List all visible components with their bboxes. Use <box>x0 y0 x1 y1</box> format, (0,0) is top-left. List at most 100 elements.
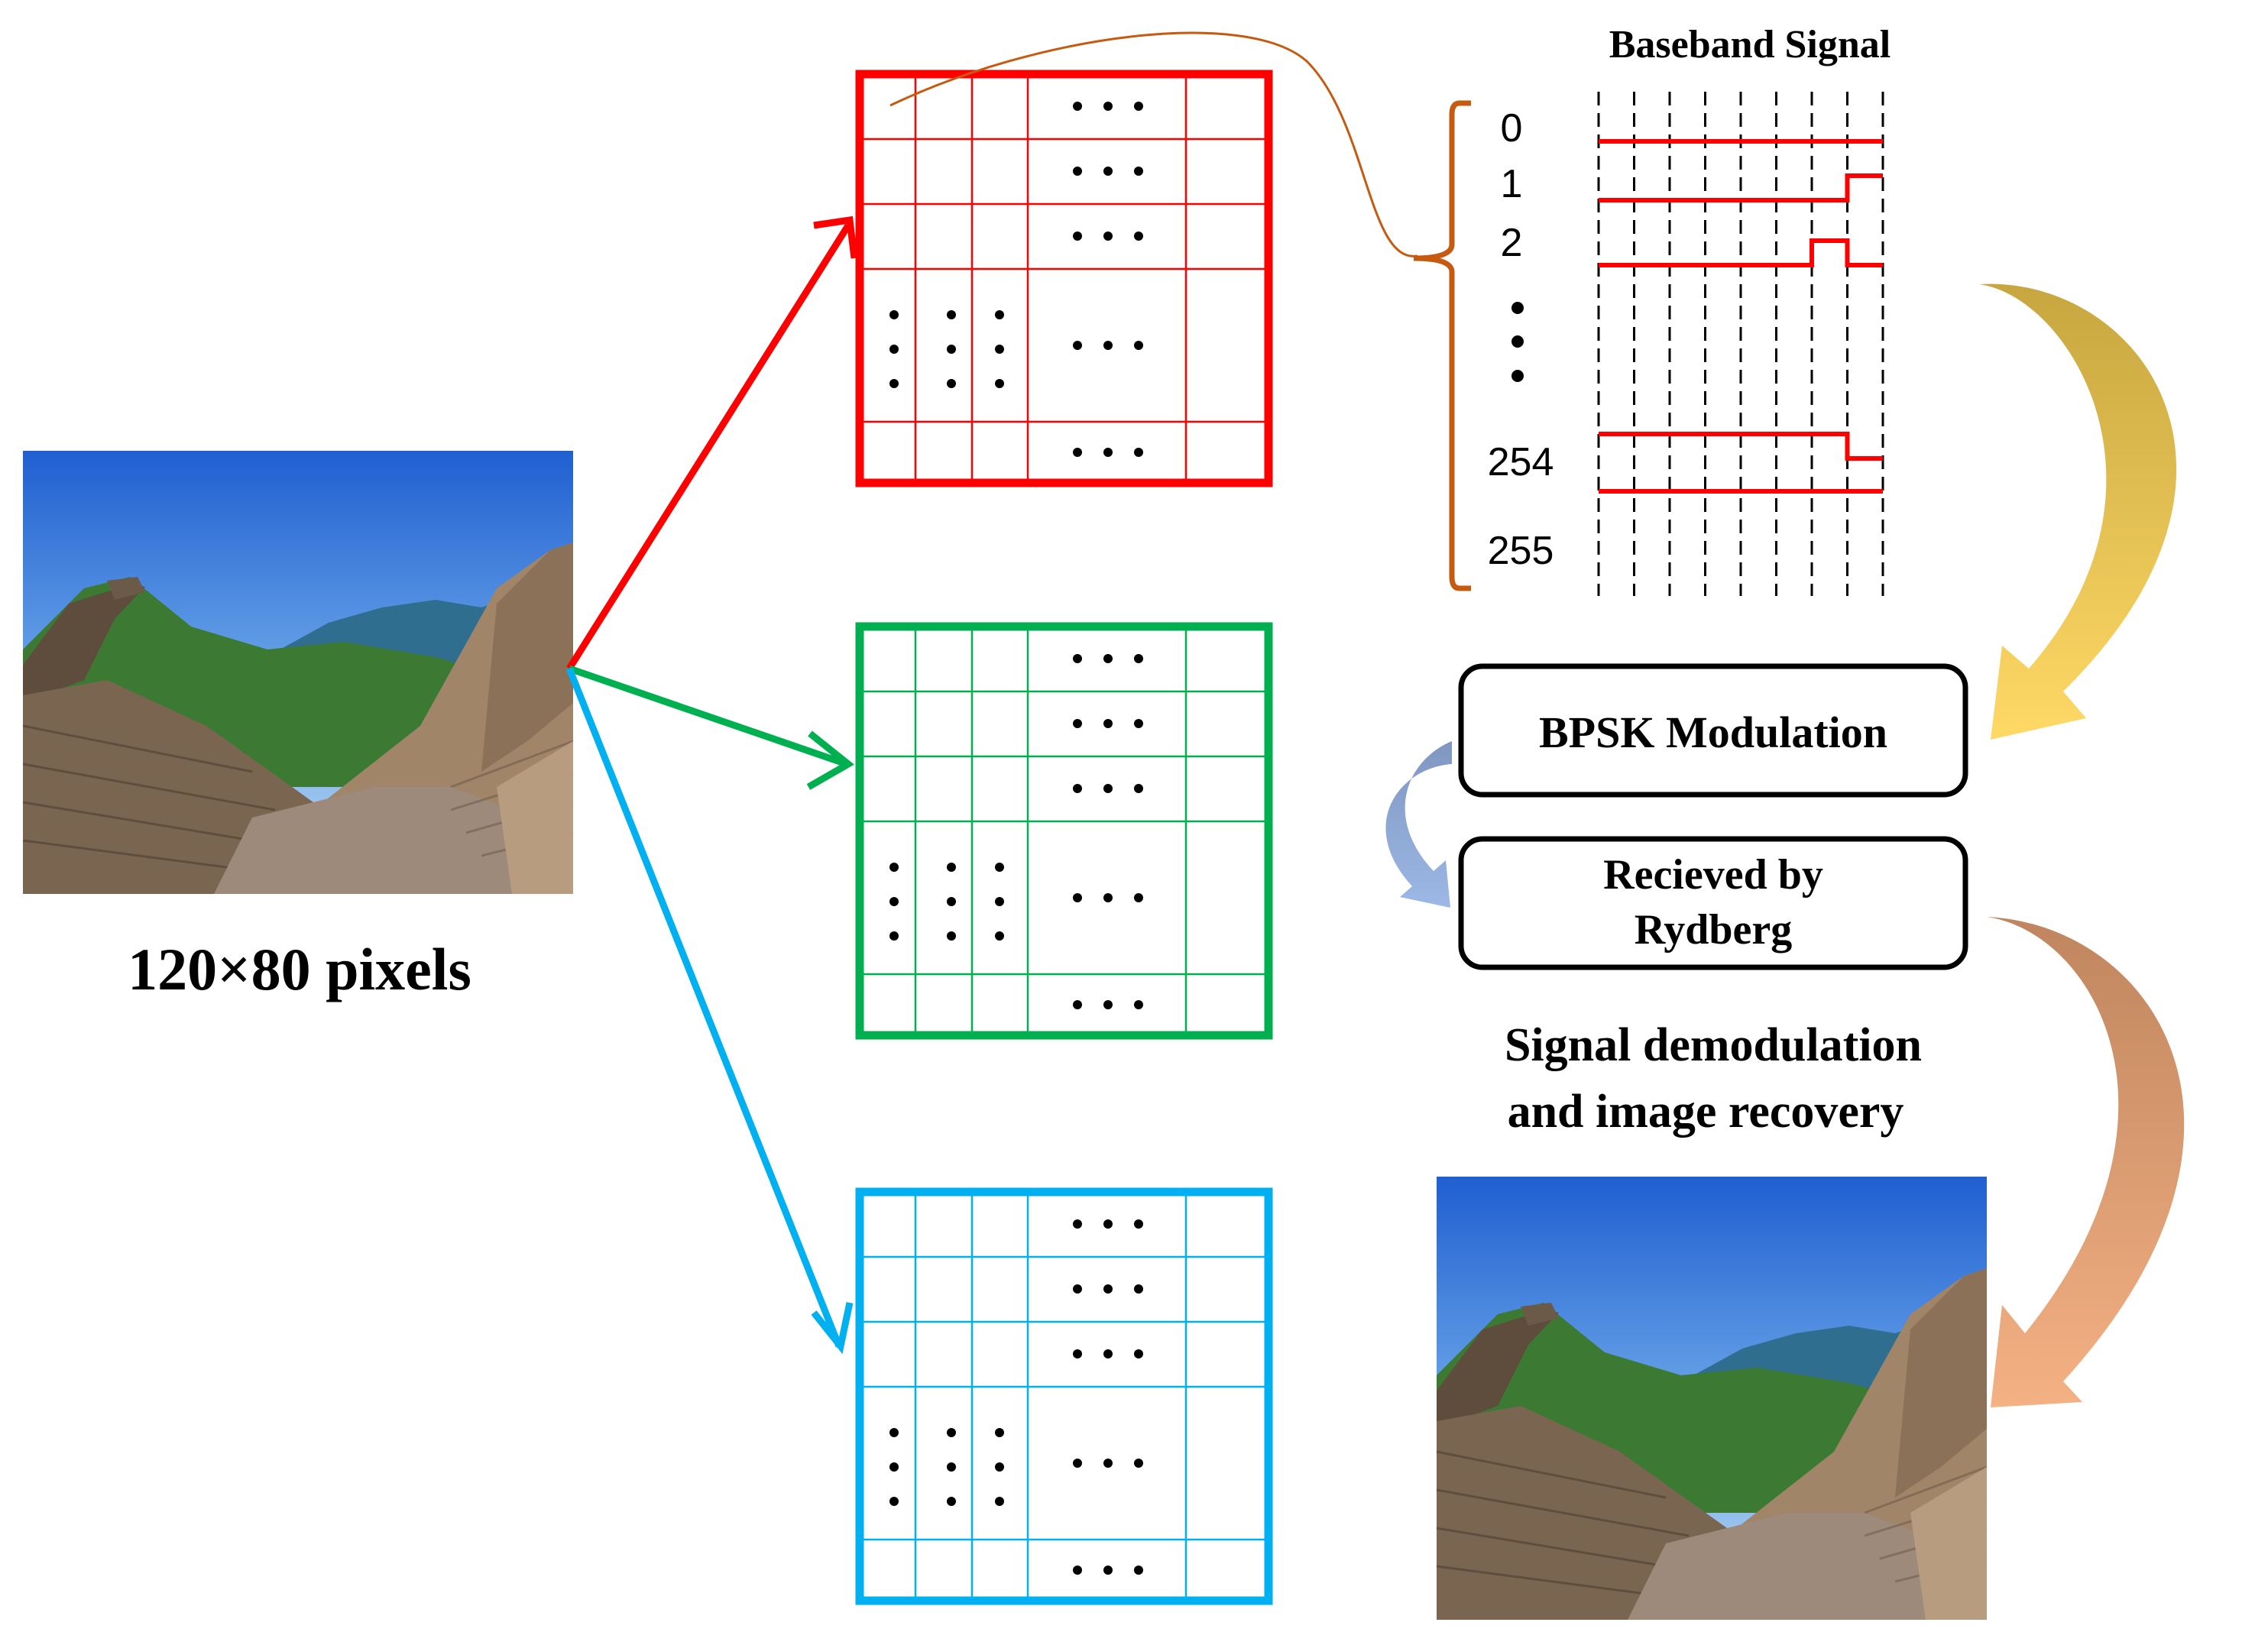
ellipsis-dot <box>1073 1349 1082 1358</box>
ellipsis-dot <box>947 310 956 319</box>
green-arrowhead <box>806 730 854 790</box>
ellipsis-dot <box>1134 448 1143 457</box>
ellipsis-dot <box>889 897 899 906</box>
ellipsis-dot <box>1103 1349 1113 1358</box>
ellipsis-dot <box>1134 893 1143 902</box>
ellipsis-dot <box>1073 1000 1082 1009</box>
blue-arrowhead <box>811 1302 854 1355</box>
ellipsis-dot <box>1103 719 1113 728</box>
grid-border <box>855 1187 1273 1605</box>
ellipsis-dot <box>1103 1000 1113 1009</box>
receiver-label-line2: Rydberg <box>1635 906 1792 954</box>
recovery-title-line1: Signal demodulation <box>1505 1019 1922 1071</box>
baseband-waveform-1 <box>1599 173 1883 202</box>
ellipsis-dot <box>995 1428 1004 1437</box>
ellipsis-dot <box>995 1462 1004 1472</box>
recovered-image <box>1435 1175 1988 1621</box>
channel-arrows <box>565 215 858 1355</box>
ellipsis-dot <box>889 863 899 872</box>
ellipsis-dot <box>1073 784 1082 793</box>
ellipsis-dot <box>995 310 1004 319</box>
ellipsis-dot <box>1134 719 1143 728</box>
pixel-to-baseband-curve <box>889 31 1418 257</box>
ellipsis-dot <box>1103 1284 1113 1294</box>
ellipsis-dot <box>889 1497 899 1506</box>
ellipsis-dot <box>1134 1284 1143 1294</box>
ellipsis-dot <box>889 345 899 354</box>
ellipsis-dot <box>1103 102 1113 111</box>
ellipsis-dot <box>947 379 956 388</box>
ellipsis-dot <box>995 379 1004 388</box>
green-channel-arrow <box>568 665 848 768</box>
baseband-waveform-254 <box>1599 432 1883 461</box>
bpsk-modulation-label: BPSK Modulation <box>1539 708 1887 757</box>
ellipsis-dot <box>1134 1349 1143 1358</box>
ellipsis-dot <box>947 1428 956 1437</box>
ellipsis-dot <box>889 379 899 388</box>
ellipsis-dot <box>1103 893 1113 902</box>
ellipsis-dot <box>1073 1566 1082 1575</box>
to-modulation-arrow <box>1979 220 2177 740</box>
ellipsis-dot <box>947 1462 956 1472</box>
gray-level-label-254: 254 <box>1488 440 1554 484</box>
source-image-caption: 120×80 pixels <box>128 936 471 1002</box>
gray-level-label-2: 2 <box>1501 221 1523 265</box>
ellipsis-dot <box>1134 341 1143 350</box>
red-channel-grid <box>855 70 1273 487</box>
ellipsis-dot <box>1134 1566 1143 1575</box>
ellipsis-dot <box>1103 654 1113 663</box>
green-channel-grid <box>855 622 1273 1040</box>
ellipsis-dot <box>889 310 899 319</box>
source-image <box>21 449 575 895</box>
gray-level-label-255: 255 <box>1488 529 1554 573</box>
ellipsis-dot <box>1134 1459 1143 1468</box>
to-recovered-image-arrow <box>1987 856 2185 1407</box>
ellipsis-dot <box>889 1462 899 1472</box>
bpsk-modulation-box: BPSK Modulation <box>1458 663 1968 798</box>
ellipsis-dot <box>947 1497 956 1506</box>
ellipsis-dot <box>947 863 956 872</box>
ellipsis-dot <box>1073 654 1082 663</box>
ellipsis-dot <box>995 345 1004 354</box>
ellipsis-dot <box>995 1497 1004 1506</box>
ellipsis-dot <box>995 897 1004 906</box>
ellipsis-dot <box>1073 1284 1082 1294</box>
ellipsis-dot <box>1103 1219 1113 1229</box>
ellipsis-dot <box>947 931 956 941</box>
ellipsis-dot <box>1103 341 1113 350</box>
recovery-title-line2: and image recovery <box>1508 1086 1904 1138</box>
level-ellipsis <box>1511 302 1524 382</box>
ellipsis-dot <box>1134 654 1143 663</box>
baseband-brace <box>1413 100 1471 591</box>
ellipsis-dot <box>889 931 899 941</box>
ellipsis-dot <box>1073 1219 1082 1229</box>
ellipsis-dot <box>1073 1459 1082 1468</box>
ellipsis-dot <box>1073 893 1082 902</box>
ellipsis-dot <box>1073 448 1082 457</box>
ellipsis-dot <box>1134 232 1143 241</box>
ellipsis-dot <box>947 897 956 906</box>
ellipsis-dot <box>1103 232 1113 241</box>
ellipsis-dot <box>1103 784 1113 793</box>
grid-border <box>855 70 1273 487</box>
ellipsis-dot <box>1073 102 1082 111</box>
ellipsis-dot <box>1134 102 1143 111</box>
baseband-waveforms <box>1599 139 1883 494</box>
ellipsis-dot <box>1134 1219 1143 1229</box>
ellipsis-dot <box>1103 448 1113 457</box>
ellipsis-dot <box>1103 167 1113 176</box>
rydberg-receiver-box: Recieved by Rydberg <box>1458 836 1968 970</box>
ellipsis-dot <box>995 863 1004 872</box>
ellipsis-dot <box>1073 167 1082 176</box>
baseband-title: Baseband Signal <box>1609 23 1891 66</box>
modulation-to-receiver-arrow <box>1385 741 1452 908</box>
ellipsis-dot <box>1073 341 1082 350</box>
grid-border <box>855 622 1273 1040</box>
gray-level-label-0: 0 <box>1501 106 1523 151</box>
red-arrowhead <box>813 215 858 259</box>
blue-channel-arrow <box>565 667 843 1348</box>
ellipsis-dot <box>1134 167 1143 176</box>
ellipsis-dot <box>889 1428 899 1437</box>
